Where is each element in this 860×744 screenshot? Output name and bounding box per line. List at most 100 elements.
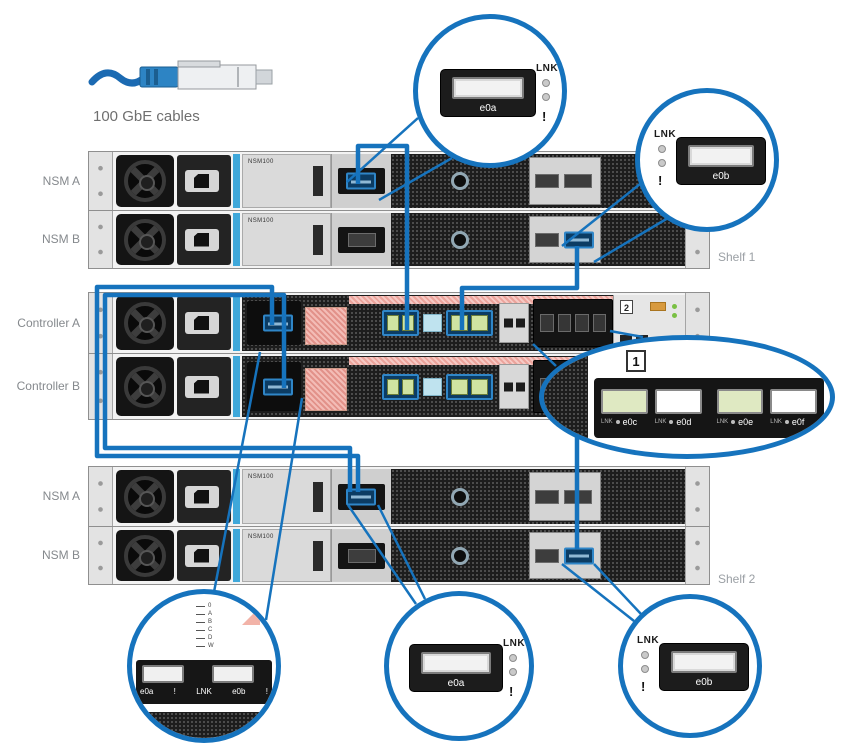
attention-icon: !: [265, 687, 268, 696]
cable-boot: [139, 66, 179, 88]
power-inlet-icon: [185, 544, 219, 567]
qsfp-port-module: e0b: [676, 137, 766, 185]
emblem-icon: [451, 230, 469, 249]
fan-module: [116, 530, 174, 581]
qsfp-port-module: e0b: [659, 643, 749, 691]
fan-detail: [544, 340, 588, 454]
port-cage-icon: [716, 389, 764, 414]
led-icon: [641, 651, 649, 659]
port-cage-icon: [671, 651, 737, 673]
port-e0a: [346, 488, 376, 505]
port-e0a: [263, 378, 293, 395]
cable-plug: [177, 64, 257, 90]
port-cage-icon: [770, 389, 817, 414]
attention-icon: !: [658, 173, 663, 188]
lnk-label: LNK: [654, 129, 677, 140]
nsm-module-label: NSM100: [248, 534, 274, 540]
label-shelf1-nsm-b: NSM B: [41, 232, 80, 246]
led-icon: [672, 304, 677, 309]
callout-shelf1-e0b: LNK ! e0b: [635, 88, 779, 232]
psu-module: [177, 155, 231, 207]
label-shelf2-nsm-b: NSM B: [41, 548, 80, 562]
rack-ear-icon: [685, 527, 709, 584]
label-shelf2-nsm-a: NSM A: [42, 489, 80, 503]
qsfp-port-module: e0a: [440, 69, 536, 117]
rack-ear-icon: [89, 152, 113, 210]
led-icon: [509, 668, 517, 676]
led-icon: [509, 654, 517, 662]
rack-ear-icon: [89, 354, 113, 419]
port-block-right: [529, 532, 601, 579]
fan-module: [116, 155, 174, 207]
fan-icon: [124, 534, 166, 577]
label-shelf-2: Shelf 2: [718, 572, 756, 586]
port-block-left: [331, 154, 391, 208]
label-shelf-1: Shelf 1: [718, 250, 756, 264]
shelf2-nsm-b-row: NSM100: [89, 526, 709, 584]
handle-stripe: [233, 529, 240, 582]
port-block-right: [529, 472, 601, 521]
lnk-label: LNK: [503, 638, 526, 649]
handle-stripe: [233, 469, 240, 524]
vent-detail: [242, 607, 260, 625]
port-e0a: [346, 172, 376, 190]
usb-block: [423, 377, 442, 396]
attention-icon: !: [173, 687, 176, 696]
port-label: e0a: [447, 678, 465, 689]
shelf2-nsm-a-row: NSM100: [89, 467, 709, 526]
rack-ear-icon: [89, 527, 113, 584]
label-shelf1-nsm-a: NSM A: [42, 174, 80, 188]
handle-stripe: [233, 356, 240, 417]
port-cell: LNK e0c: [601, 389, 648, 427]
port-panel: e0a ! LNK e0b !: [136, 660, 272, 704]
psu-module: [177, 296, 231, 350]
fan-module: [116, 470, 174, 523]
power-inlet-icon: [185, 375, 219, 398]
rack-ear-icon: [89, 211, 113, 268]
port-cage-icon: [212, 665, 254, 683]
rack-ear-icon: [685, 467, 709, 526]
port-label: e0b: [695, 677, 713, 688]
port-cage-icon: [601, 389, 648, 414]
port-label: e0b: [232, 687, 246, 696]
dip-label: A: [208, 611, 213, 617]
psu-module: [177, 214, 231, 265]
port-label: e0d: [676, 417, 692, 427]
port-label: e0c: [622, 417, 638, 427]
attention-icon: !: [641, 679, 646, 694]
port-label: e0f: [791, 417, 805, 427]
port-pair-1: [382, 373, 419, 400]
led-icon: [615, 420, 620, 424]
attention-icon: !: [509, 684, 514, 699]
nsm-module-panel: NSM100: [242, 469, 331, 524]
led-icon: [658, 159, 666, 167]
cable-wire: [88, 69, 148, 87]
dip-labels: 0 A B C D W: [196, 602, 214, 650]
slot1-badge: 1: [626, 350, 646, 372]
fan-module: [116, 357, 174, 416]
fan-module: [116, 214, 174, 265]
fan-icon: [124, 365, 166, 408]
port-pair-2: [446, 373, 493, 400]
slot-badge: 2: [620, 300, 633, 314]
led-icon: [731, 420, 736, 424]
fan-icon: [124, 302, 166, 344]
port-label: e0a: [479, 103, 497, 114]
port-pair-2: [446, 310, 493, 336]
led-icon: [672, 313, 677, 318]
lnk-label: LNK: [601, 419, 613, 425]
port-pair-1: [382, 310, 419, 336]
port-label: e0e: [738, 417, 754, 427]
serial-port-icon: [650, 302, 666, 311]
led-icon: [658, 145, 666, 153]
port-cage-icon: [688, 145, 754, 167]
usb-block: [423, 314, 442, 332]
psu-module: [177, 470, 231, 523]
callout-shelf2-e0b: LNK ! e0b: [618, 594, 762, 738]
nsm-module-label: NSM100: [248, 159, 274, 165]
mgmt-ports: [499, 364, 529, 409]
power-inlet-icon: [185, 485, 219, 508]
dip-label: B: [208, 619, 213, 625]
